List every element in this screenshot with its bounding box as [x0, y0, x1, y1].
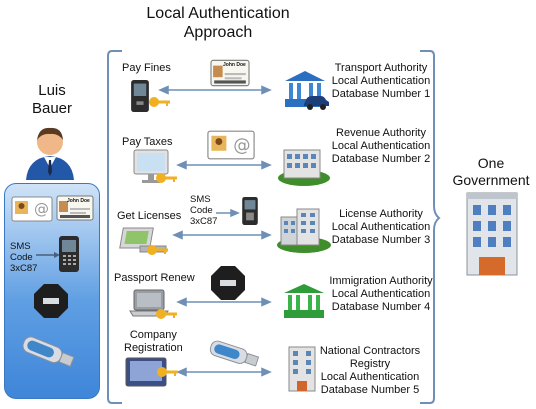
authority-5-line-2: Registry: [349, 358, 391, 370]
key-icon: [157, 367, 178, 377]
arrow-row-2: [176, 160, 272, 170]
monitor-icon: [133, 149, 169, 183]
wallet-sms-arrow: [36, 252, 60, 258]
building-icon: [288, 346, 316, 392]
sms-code-row-3: SMS Code 3xC87: [190, 194, 217, 227]
id-card-name: John Doe: [223, 62, 246, 68]
service-company-registration: Company Registration: [124, 329, 183, 355]
person-first-name: Luis: [38, 82, 66, 99]
authority-2-line-3: Database Number 2: [331, 153, 431, 165]
authority-3-line-2: Local Authentication: [331, 221, 431, 233]
authority-1-line-1: Transport Authority: [334, 62, 428, 74]
person-name: Luis Bauer: [22, 82, 82, 118]
car-icon: [304, 96, 329, 110]
authority-3-line-1: License Authority: [339, 208, 423, 220]
service-passport-renew: Passport Renew: [114, 272, 195, 284]
wallet-sms-line-2: Code: [10, 252, 33, 263]
key-icon: [147, 245, 168, 255]
key-icon: [156, 173, 177, 183]
arrow-row-4: [176, 297, 272, 307]
authority-2: Revenue Authority Local Authentication D…: [322, 127, 440, 166]
id-card-icon: [210, 59, 250, 87]
mobile-phone-icon: [59, 236, 79, 272]
authority-5-line-4: Database Number 5: [320, 384, 420, 396]
service-5-line-2: Registration: [124, 342, 183, 354]
authority-5-line-1: National Contractors: [319, 345, 421, 357]
building-icon: [466, 192, 518, 276]
courthouse-icon: [284, 284, 324, 318]
mobile-phone-icon: [131, 80, 149, 112]
arrow-row-3: [172, 230, 272, 240]
authority-4-line-1: Immigration Authority: [329, 275, 433, 287]
authority-4-line-3: Database Number 4: [331, 301, 431, 313]
authority-5: National Contractors Registry Local Auth…: [314, 345, 426, 397]
service-pay-fines: Pay Fines: [122, 62, 171, 74]
arrow-row-5: [176, 367, 272, 377]
usb-key-icon: [22, 336, 75, 368]
security-token-icon: [211, 266, 245, 300]
security-token-icon: [34, 284, 68, 318]
authority-4: Immigration Authority Local Authenticati…: [322, 275, 440, 314]
government-label: One Government: [448, 155, 534, 189]
title-line-1: Local Authentication: [146, 5, 290, 22]
authority-5-line-3: Local Authentication: [320, 371, 420, 383]
authority-2-line-2: Local Authentication: [331, 140, 431, 152]
services-bracket: [107, 50, 441, 404]
building-icon: [278, 149, 330, 186]
address-book-icon: @: [207, 130, 255, 160]
id-card-icon: [56, 195, 94, 221]
authority-2-line-1: Revenue Authority: [336, 127, 426, 139]
service-5-line-1: Company: [129, 329, 177, 341]
authority-1: Transport Authority Local Authentication…: [322, 62, 440, 101]
arrow-row-1: [158, 85, 272, 95]
person-last-name: Bauer: [31, 100, 73, 117]
wallet-id-card-name: John Doe: [67, 198, 90, 204]
wallet-sms-line-1: SMS: [10, 241, 31, 252]
sms-row-3-line-1: SMS: [190, 194, 211, 205]
usb-key-icon: [209, 340, 260, 367]
person-icon: [26, 127, 74, 180]
authority-4-line-2: Local Authentication: [331, 288, 431, 300]
sms-row-3-line-3: 3xC87: [190, 216, 218, 227]
svg-text:@: @: [34, 200, 49, 218]
mobile-phone-icon: [242, 197, 258, 225]
key-icon: [156, 309, 177, 319]
authority-1-line-3: Database Number 1: [331, 88, 431, 100]
authority-3-line-3: Database Number 3: [331, 234, 431, 246]
key-icon: [149, 97, 170, 107]
svg-text:@: @: [233, 136, 250, 156]
sms-row-3-line-2: Code: [190, 205, 213, 216]
wallet-sms-code: SMS Code 3xC87: [10, 241, 37, 274]
address-book-icon: @: [11, 196, 53, 222]
government-line-1: One: [477, 155, 505, 171]
wallet-sms-line-3: 3xC87: [10, 263, 38, 274]
title-line-2: Approach: [183, 24, 253, 41]
authority-1-line-2: Local Authentication: [331, 75, 431, 87]
building-icon: [277, 208, 331, 253]
government-line-2: Government: [452, 172, 530, 188]
authority-3: License Authority Local Authentication D…: [322, 208, 440, 247]
service-pay-taxes: Pay Taxes: [122, 136, 173, 148]
diagram-title: Local Authentication Approach: [118, 4, 318, 42]
service-get-licenses: Get Licenses: [117, 210, 182, 222]
